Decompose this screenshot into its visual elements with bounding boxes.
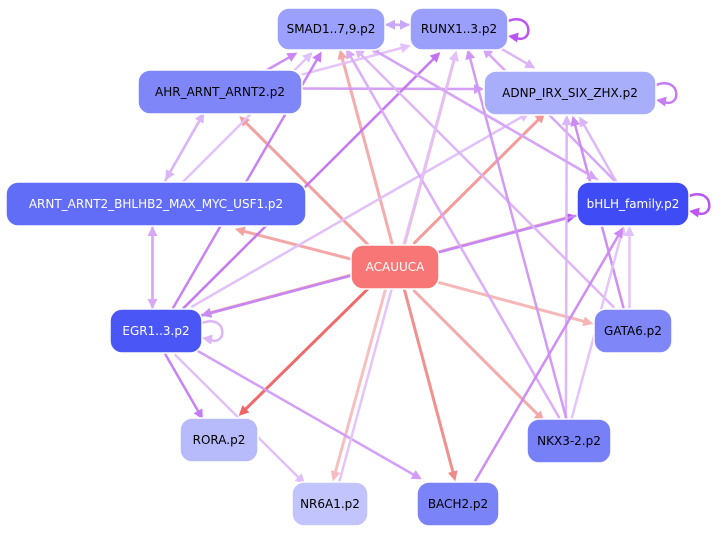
node-bhlh-label: bHLH_family.p2	[587, 197, 680, 211]
node-runx[interactable]: RUNX1..3.p2	[410, 8, 508, 50]
edge-center-to-gata-arrowhead	[582, 316, 593, 326]
node-smad[interactable]: SMAD1..7,9.p2	[277, 8, 385, 50]
node-runx-label: RUNX1..3.p2	[421, 22, 497, 36]
edge-nr6a-to-runx-arrowhead	[449, 51, 459, 62]
node-center-label: ACAUUCA	[366, 260, 426, 274]
node-gata-label: GATA6.p2	[604, 324, 662, 338]
node-rora-label: RORA.p2	[193, 433, 246, 447]
self-loop-bhlh-arrowhead	[689, 208, 700, 218]
node-bach-label: BACH2.p2	[428, 497, 488, 511]
node-nr6a-label: NR6A1.p2	[300, 497, 360, 511]
edge-center-to-arnt-arrowhead	[235, 227, 246, 237]
self-loop-bhlh	[689, 194, 709, 217]
node-smad-label: SMAD1..7,9.p2	[287, 22, 376, 36]
node-arnt-label: ARNT_ARNT2_BHLHB2_MAX_MYC_USF1.p2	[29, 197, 283, 211]
edge-egr-to-arnt	[147, 226, 157, 309]
node-gata[interactable]: GATA6.p2	[594, 309, 672, 353]
node-egr-label: EGR1..3.p2	[122, 324, 189, 338]
edge-runx-to-smad-arrowhead	[385, 20, 395, 30]
self-loop-adnp-arrowhead	[656, 97, 667, 107]
node-adnp-label: ADNP_IRX_SIX_ZHX.p2	[502, 86, 638, 100]
edge-runx-to-smad	[385, 20, 410, 30]
edge-runx-to-adnp	[499, 47, 535, 68]
node-nkx-label: NKX3-2.p2	[537, 434, 601, 448]
edge-center-to-bach	[404, 288, 458, 481]
self-loop-adnp	[656, 83, 676, 106]
edge-nkx-to-adnp-arrowhead	[562, 115, 572, 125]
node-nr6a[interactable]: NR6A1.p2	[292, 482, 368, 526]
self-loop-runx	[508, 19, 528, 42]
edge-center-to-smad-arrowhead	[338, 49, 348, 60]
node-adnp[interactable]: ADNP_IRX_SIX_ZHX.p2	[484, 71, 656, 115]
edge-gata-to-bhlh	[624, 226, 634, 309]
edge-center-to-bach-arrowhead	[448, 470, 458, 481]
node-bhlh[interactable]: bHLH_family.p2	[577, 182, 689, 226]
node-rora[interactable]: RORA.p2	[180, 418, 258, 462]
self-loop-runx-arrowhead	[508, 33, 519, 43]
node-ahr[interactable]: AHR_ARNT_ARNT2.p2	[138, 70, 302, 114]
node-ahr-label: AHR_ARNT_ARNT2.p2	[155, 85, 285, 99]
edge-gata-to-adnp-arrowhead	[570, 116, 580, 127]
edge-nkx-to-runx-arrowhead	[465, 49, 475, 60]
edge-arnt-to-ahr	[165, 113, 204, 181]
self-loop-egr-arrowhead	[202, 335, 213, 345]
node-nkx[interactable]: NKX3-2.p2	[527, 419, 611, 463]
node-arnt[interactable]: ARNT_ARNT2_BHLHB2_MAX_MYC_USF1.p2	[6, 182, 306, 226]
edge-ahr-to-runx-arrowhead	[400, 43, 411, 53]
node-center[interactable]: ACAUUCA	[351, 245, 439, 289]
node-bach[interactable]: BACH2.p2	[417, 482, 499, 526]
edge-egr-to-arnt-arrowhead	[147, 226, 157, 236]
self-loop-egr	[202, 321, 222, 344]
edge-center-to-arnt	[235, 227, 350, 259]
edge-center-to-rora	[239, 287, 370, 416]
node-egr[interactable]: EGR1..3.p2	[110, 309, 202, 353]
edge-gata-to-bhlh-arrowhead	[624, 226, 634, 236]
